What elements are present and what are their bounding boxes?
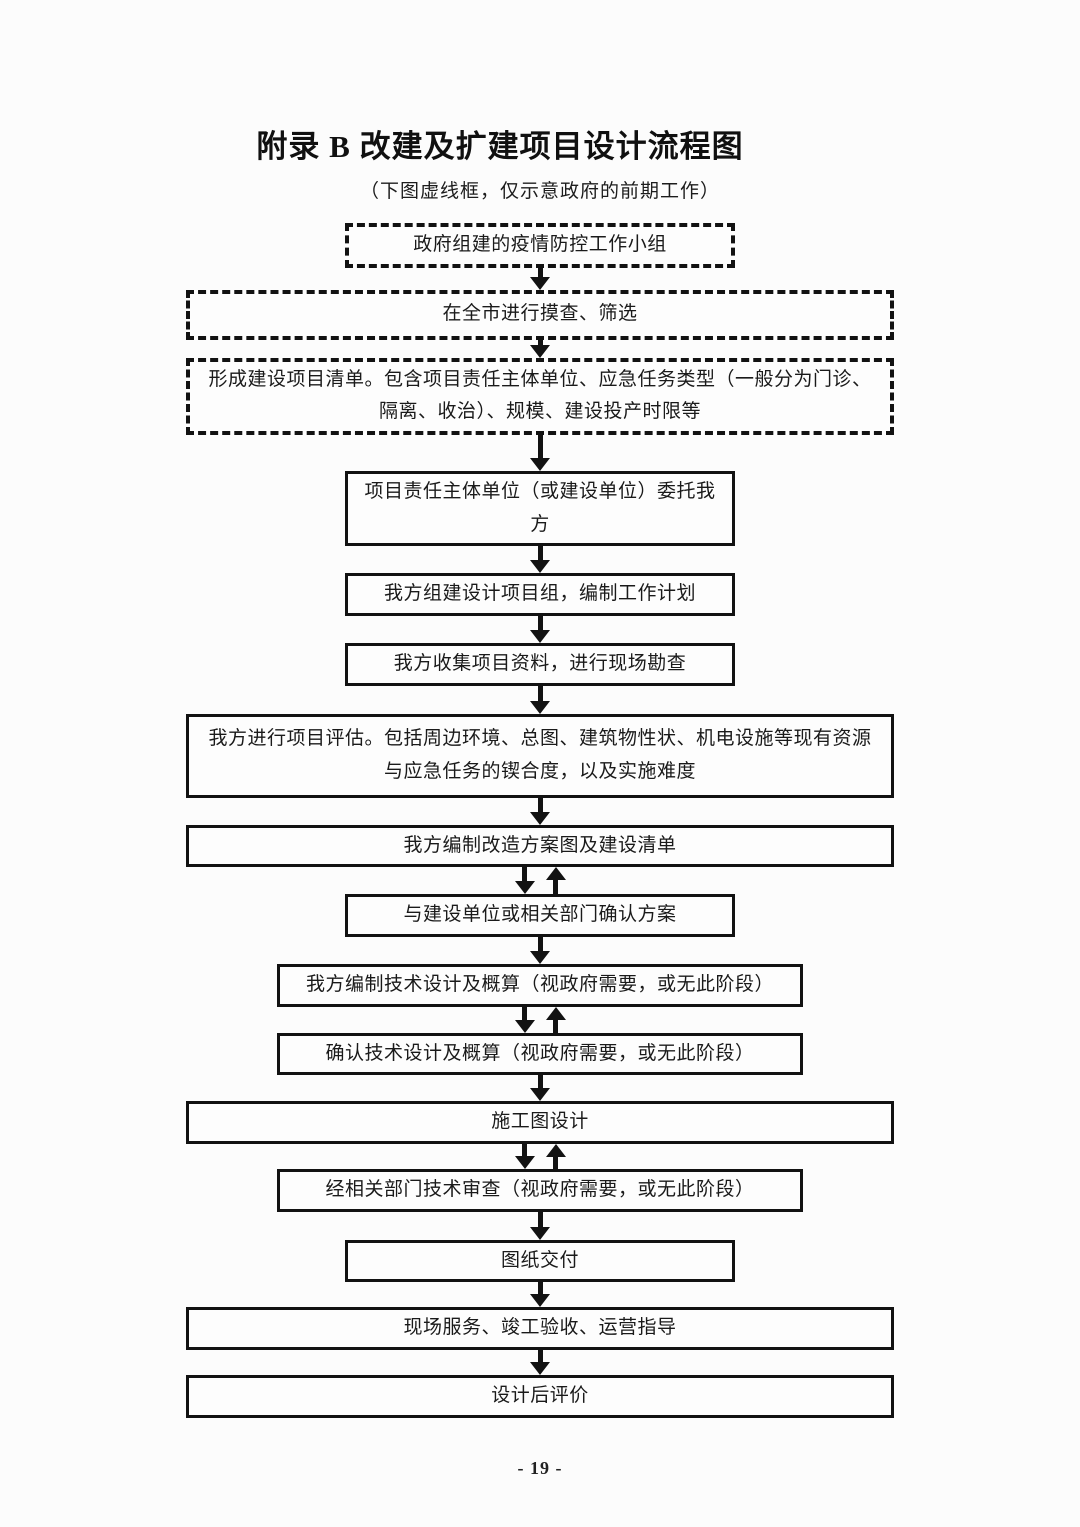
flowchart: 政府组建的疫情防控工作小组 在全市进行摸查、筛选 形成建设项目清单。包含项目责任… xyxy=(0,222,1080,1418)
down-arrow xyxy=(530,434,550,471)
flow-step-confirm-scheme: 与建设单位或相关部门确认方案 xyxy=(345,894,735,937)
flow-step-citywide-survey: 在全市进行摸查、筛选 xyxy=(186,289,894,340)
flow-step-gov-epidemic-group: 政府组建的疫情防控工作小组 xyxy=(345,222,735,268)
flow-step-form-design-team: 我方组建设计项目组，编制工作计划 xyxy=(345,573,735,616)
arrow-bidirectional-icon xyxy=(514,867,566,895)
arrow-down-icon xyxy=(530,1282,550,1308)
arrow-down-icon xyxy=(530,797,550,825)
flow-step-post-design-evaluation: 设计后评价 xyxy=(186,1374,894,1418)
arrow-down-icon xyxy=(530,685,550,714)
up-arrow xyxy=(545,867,566,895)
flow-step-site-service-acceptance: 现场服务、竣工验收、运营指导 xyxy=(186,1307,894,1350)
down-arrow xyxy=(530,615,550,643)
down-arrow xyxy=(530,685,550,714)
down-arrow xyxy=(530,1349,550,1375)
flow-step-construction-drawing-design: 施工图设计 xyxy=(186,1101,894,1144)
arrow-down-icon xyxy=(530,267,550,290)
page-number: - 19 - xyxy=(517,1457,563,1478)
flow-step-collect-data-site-survey: 我方收集项目资料，进行现场勘查 xyxy=(345,642,735,686)
flow-step-project-list: 形成建设项目清单。包含项目责任主体单位、应急任务类型（一般分为门诊、隔离、收治）… xyxy=(186,357,894,435)
down-arrow xyxy=(530,267,550,290)
flow-step-drawing-delivery: 图纸交付 xyxy=(345,1239,735,1283)
arrow-bidirectional-icon xyxy=(514,1006,566,1033)
flow-step-technical-design-budget: 我方编制技术设计及概算（视政府需要，或无此阶段） xyxy=(277,963,803,1007)
down-arrow xyxy=(530,1282,550,1308)
arrow-down-icon xyxy=(530,1211,550,1240)
arrow-down-icon xyxy=(530,1349,550,1375)
subtitle-note: （下图虚线框，仅示意政府的前期工作） xyxy=(359,180,720,202)
arrow-bidirectional-icon xyxy=(514,1143,566,1169)
up-arrow xyxy=(545,1006,566,1033)
down-arrow xyxy=(514,867,535,895)
arrow-down-icon xyxy=(530,434,550,471)
arrow-down-icon xyxy=(530,339,550,358)
flow-step-renovation-scheme: 我方编制改造方案图及建设清单 xyxy=(186,824,894,868)
down-arrow xyxy=(514,1143,535,1169)
down-arrow xyxy=(530,546,550,574)
arrow-down-icon xyxy=(530,546,550,574)
flow-step-entrust-us: 项目责任主体单位（或建设单位）委托我方 xyxy=(345,470,735,547)
flow-step-confirm-technical-design: 确认技术设计及概算（视政府需要，或无此阶段） xyxy=(277,1032,803,1076)
down-arrow xyxy=(530,339,550,358)
down-arrow xyxy=(530,1075,550,1102)
down-arrow xyxy=(530,797,550,825)
up-arrow xyxy=(545,1143,566,1169)
page-title: 附录 B 改建及扩建项目设计流程图 xyxy=(256,129,744,164)
flow-step-technical-review: 经相关部门技术审查（视政府需要，或无此阶段） xyxy=(277,1168,803,1212)
down-arrow xyxy=(530,1211,550,1240)
down-arrow xyxy=(530,936,550,964)
arrow-down-icon xyxy=(530,615,550,643)
arrow-down-icon xyxy=(530,1075,550,1102)
arrow-down-icon xyxy=(530,936,550,964)
down-arrow xyxy=(514,1006,535,1033)
flow-step-project-evaluation: 我方进行项目评估。包括周边环境、总图、建筑物性状、机电设施等现有资源与应急任务的… xyxy=(186,713,894,798)
